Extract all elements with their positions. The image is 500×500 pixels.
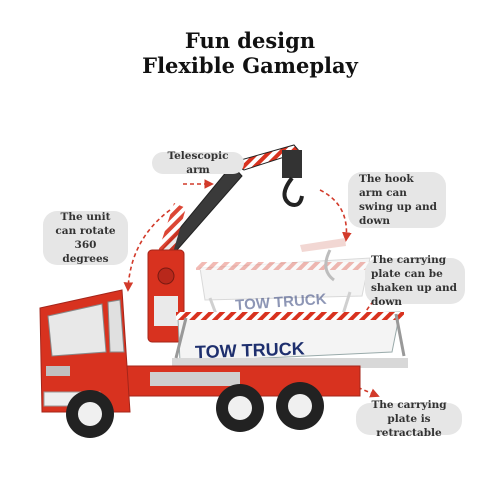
carrying-plate — [172, 311, 408, 368]
truck-cab — [39, 289, 131, 413]
arrow-rotate — [123, 209, 171, 292]
arrow-retract — [344, 381, 380, 398]
arrow-hook — [319, 189, 352, 242]
ghost-carrying-plate — [196, 238, 376, 331]
title-line-1: Fun design — [184, 28, 316, 53]
tow-truck-label: TOW TRUCK — [195, 338, 305, 362]
callout-telescopic-arm: Telescopic arm — [152, 150, 244, 176]
wheel-front — [66, 390, 114, 438]
callout-hook-arm: The hook arm can swing up and down — [348, 172, 446, 228]
wheel-middle — [216, 384, 264, 432]
callout-rotate-unit: The unit can rotate 360 degrees — [43, 211, 128, 265]
callout-plate-retract: The carrying plate is retractable — [356, 399, 462, 439]
crane-arm — [150, 144, 304, 263]
title-line-2: Flexible Gameplay — [142, 53, 358, 78]
ghost-label: TOW TRUCK — [235, 291, 328, 314]
hook-icon — [282, 176, 304, 207]
rotating-unit — [147, 249, 185, 343]
wheel-rear — [276, 382, 324, 430]
callout-plate-shake: The carrying plate can be shaken up and … — [365, 254, 465, 308]
